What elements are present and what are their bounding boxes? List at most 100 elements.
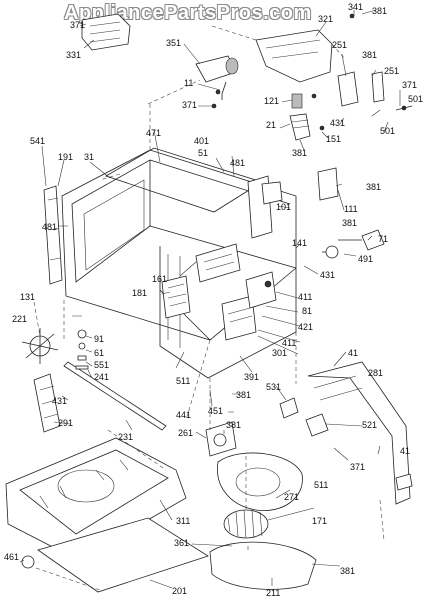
callout-451: 451: [208, 406, 223, 416]
terminal-491: [322, 245, 339, 259]
callout-31: 31: [84, 152, 94, 162]
callout-351: 351: [166, 38, 181, 48]
callout-181: 181: [132, 288, 147, 298]
callout-91: 91: [94, 334, 104, 344]
callout-551: 551: [94, 360, 109, 370]
magnetron-area: [245, 271, 277, 309]
callout-541: 541: [30, 136, 45, 146]
callout-141: 141: [292, 238, 307, 248]
callout-381d: 381: [366, 182, 381, 192]
part-41b: [395, 473, 413, 491]
callout-101: 101: [276, 202, 291, 212]
callout-191: 191: [58, 152, 73, 162]
callout-301: 301: [272, 348, 287, 358]
callout-381a: 381: [372, 6, 387, 16]
callout-381g: 381: [226, 420, 241, 430]
callout-331: 331: [66, 50, 81, 60]
callout-371c: 371: [402, 80, 417, 90]
leader-lines: [19, 9, 401, 589]
callout-381h: 381: [340, 566, 355, 576]
callout-371d: 371: [350, 462, 365, 472]
callout-361: 361: [174, 538, 189, 548]
callout-511b: 511: [314, 480, 328, 490]
callout-501b: 501: [380, 126, 395, 136]
stirrer-fan-221: [21, 328, 59, 364]
callout-381e: 381: [342, 218, 357, 228]
callout-391: 391: [244, 372, 259, 382]
transformer-161: [195, 243, 257, 341]
housing-321: [211, 25, 345, 83]
foot-461: [21, 555, 35, 569]
callout-381b: 381: [362, 50, 377, 60]
duct-291: [33, 373, 61, 433]
alignment-lines: [33, 79, 385, 591]
callout-221: 221: [12, 314, 27, 324]
side-panel-191: [43, 185, 63, 285]
callout-161: 161: [152, 274, 167, 284]
callout-111: 111: [344, 204, 358, 214]
blower-fan-171: [223, 509, 269, 539]
callout-51: 51: [198, 148, 208, 158]
callout-441: 441: [176, 410, 191, 420]
callout-481b: 481: [42, 222, 57, 232]
callout-251b: 251: [384, 66, 399, 76]
diode-121: [291, 93, 303, 109]
callout-11: 11: [184, 78, 193, 88]
bracket-331: [81, 13, 131, 51]
callout-21: 21: [266, 120, 276, 130]
callout-151: 151: [326, 134, 341, 144]
callout-251a: 251: [332, 40, 347, 50]
callout-431c: 431: [52, 396, 67, 406]
callout-81: 81: [302, 306, 312, 316]
callout-471: 471: [146, 128, 161, 138]
callout-411a: 411: [298, 292, 312, 302]
part-531: [279, 397, 299, 419]
switch-assembly-181: [161, 275, 191, 319]
plate-211: [209, 541, 317, 590]
callout-171: 171: [312, 516, 327, 526]
callout-481a: 481: [230, 158, 245, 168]
bracket-281: [307, 361, 411, 505]
callout-labels: 341 381 371 331 321 351 251 381 251 11 3…: [4, 2, 423, 598]
capacitor-351: [195, 55, 239, 100]
blower-housing-271: [217, 452, 303, 512]
callout-491: 491: [358, 254, 373, 264]
callout-431b: 431: [320, 270, 335, 280]
base-plate-311: [5, 437, 187, 561]
bar-231: [63, 361, 167, 431]
callout-271: 271: [284, 492, 299, 502]
fuse-holder-251: [337, 71, 385, 107]
callout-121: 121: [264, 96, 279, 106]
callout-281: 281: [368, 368, 383, 378]
bulb-21: [289, 113, 311, 141]
callout-511a: 511: [176, 376, 190, 386]
callout-381f: 381: [236, 390, 251, 400]
callout-311: 311: [176, 516, 190, 526]
callout-371b: 371: [182, 100, 197, 110]
power-cord-71: [338, 229, 385, 251]
callout-371a: 371: [70, 20, 85, 30]
motor-261: [205, 421, 237, 457]
callout-131: 131: [20, 292, 35, 302]
callout-201: 201: [172, 586, 187, 596]
callout-41a: 41: [348, 348, 358, 358]
callout-241: 241: [94, 372, 109, 382]
callout-401: 401: [194, 136, 209, 146]
stack-parts-91-241: [75, 329, 89, 370]
callout-41b: 41: [400, 446, 410, 456]
callout-291: 291: [58, 418, 73, 428]
callout-321: 321: [318, 14, 333, 24]
control-panel-101: [247, 167, 339, 239]
panel-201: [37, 517, 209, 593]
callout-531: 531: [266, 382, 281, 392]
callout-461: 461: [4, 552, 19, 562]
callout-341: 341: [348, 2, 363, 12]
part-521: [305, 413, 329, 437]
callout-71: 71: [378, 234, 388, 244]
callout-501a: 501: [408, 94, 423, 104]
callout-261: 261: [178, 428, 193, 438]
callout-381c: 381: [292, 148, 307, 158]
callout-231: 231: [118, 432, 133, 442]
